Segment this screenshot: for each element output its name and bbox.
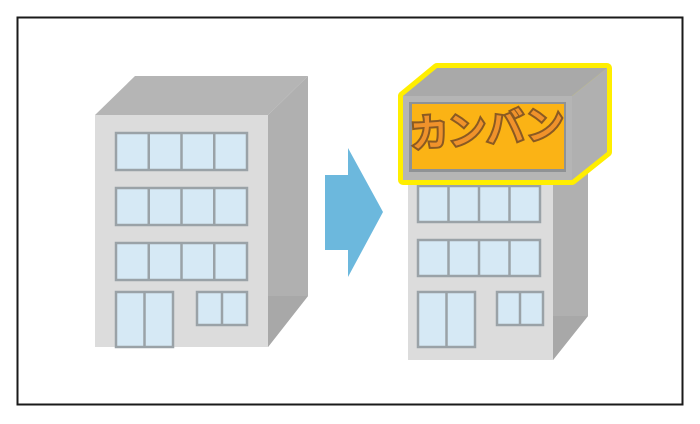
signboard-text: カンバン [409,102,566,157]
right-building-window-row-1 [416,184,542,224]
transformation-arrow [325,148,383,277]
left-building-side-face [268,76,308,347]
image-frame-border [16,16,684,406]
signboard-top-face [403,68,607,96]
right-building-side-face [553,152,588,360]
left-building-window-row-3 [114,241,249,282]
left-building-window-row-1 [114,131,249,172]
left-building-roof [95,76,308,115]
left-building-entrance [114,290,175,349]
signboard-side-face [572,68,607,180]
left-building-side-shadow [268,296,308,347]
right-building-ground-window [495,290,545,327]
left-building [95,76,308,349]
right-building-side-shadow [553,316,588,360]
arrow-shape [325,148,383,277]
right-building: カンバン [398,63,612,360]
right-building-entrance [416,290,477,349]
signboard-panel [412,104,564,169]
left-building-window-row-2 [114,186,249,227]
rooftop-signboard[interactable]: カンバン [398,63,612,185]
left-building-ground-window [195,290,249,327]
right-building-window-row-2 [416,238,542,278]
